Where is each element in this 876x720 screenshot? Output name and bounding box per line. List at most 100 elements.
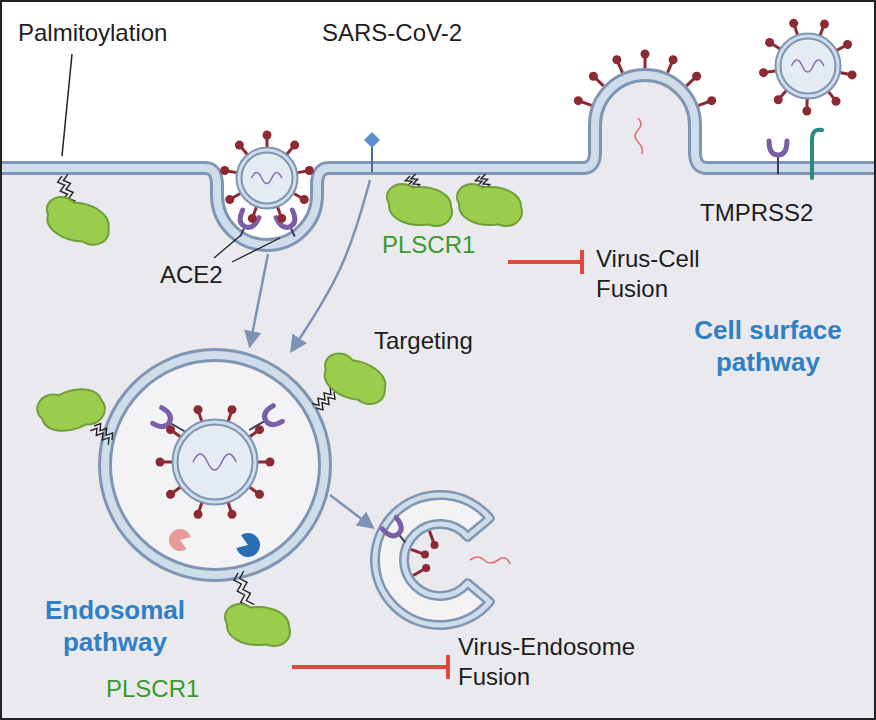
leader-line: [214, 236, 240, 258]
spike: [692, 72, 701, 81]
text-label: Virus-Cell Fusion: [596, 244, 726, 304]
plscr1-protein: [226, 605, 289, 645]
plscr1-protein: [319, 351, 390, 406]
plscr1-protein: [388, 185, 451, 225]
protease: [235, 530, 264, 560]
illustration-part: [105, 355, 325, 575]
spike: [589, 72, 598, 81]
illustration-part: [261, 406, 282, 429]
text-label: TMPRSS2: [700, 198, 850, 228]
surface-marker-stick: [371, 145, 373, 172]
illustration-part: [789, 19, 798, 28]
illustration-part: [166, 490, 175, 499]
illustration-part: [46, 196, 78, 224]
spike: [422, 564, 430, 572]
illustration-part: [759, 68, 768, 77]
spike: [641, 50, 650, 59]
pathway-label: Cell surface pathway: [668, 314, 868, 378]
illustration-part: [263, 131, 272, 140]
illustration-part: [225, 195, 234, 204]
protease: [166, 526, 192, 554]
illustration-part: [239, 150, 295, 206]
illustration-part: [194, 405, 203, 414]
illustration-part: [778, 36, 838, 96]
inhibition-line: [292, 665, 448, 669]
text-label: PLSCR1: [382, 230, 502, 260]
illustration-part: [792, 60, 824, 72]
text-label: Palmitoylation: [18, 18, 218, 48]
illustration-part: [421, 199, 451, 225]
ace2-receptor: [276, 210, 303, 240]
illustration-part: [252, 172, 282, 183]
illustration-part: [375, 495, 490, 625]
tmprss2-protease: [812, 130, 822, 178]
illustration-part: [382, 517, 405, 539]
illustration-part: [259, 619, 289, 645]
illustration-part: [239, 150, 295, 206]
illustration-part: [305, 166, 314, 175]
illustration-part: [388, 185, 416, 209]
illustration-part: [235, 141, 244, 150]
plasma-membrane-core: [0, 75, 876, 245]
viral-rna: [635, 118, 643, 154]
text-label: ACE2: [160, 260, 240, 290]
text-label: SARS-CoV-2: [322, 18, 492, 48]
illustration-part: [248, 214, 257, 223]
spike: [431, 541, 439, 549]
illustration-part: [843, 40, 852, 49]
illustration-part: [175, 422, 255, 502]
cytoplasm: [0, 75, 876, 720]
illustration-part: [802, 106, 811, 115]
illustration-part: [277, 214, 286, 223]
illustration-part: [194, 510, 203, 519]
illustration-part: [491, 199, 521, 225]
flow-arrow: [330, 495, 372, 527]
illustration-part: [832, 97, 841, 106]
plscr1-protein: [43, 196, 112, 246]
spike: [612, 55, 621, 64]
illustration-part: [820, 20, 829, 29]
illustration-part: [227, 510, 236, 519]
text-label: PLSCR1: [106, 674, 226, 704]
illustration-part: [769, 141, 787, 155]
spike: [669, 55, 678, 64]
illustration-part: [323, 351, 356, 381]
palmitoyl-chain: [234, 573, 248, 606]
virus-particle: [156, 405, 275, 519]
pathway-label: Endosomal pathway: [10, 594, 220, 658]
illustration-part: [71, 393, 108, 428]
illustration-part: [35, 392, 70, 424]
text-label: Targeting: [374, 326, 504, 356]
virus-particle: [759, 19, 857, 116]
illustration-part: [848, 70, 857, 79]
illustration-part: [458, 185, 486, 209]
illustration-part: [255, 425, 264, 434]
palmitoyl-chain: [94, 424, 113, 440]
palmitoyl-chain: [316, 392, 335, 410]
viral-rna: [470, 557, 510, 564]
illustration-part: [76, 215, 110, 246]
leader-line: [232, 238, 280, 262]
fusing-endosome: [375, 495, 490, 625]
ace2-receptor: [769, 141, 787, 174]
illustration-part: [166, 425, 175, 434]
illustration-part: [491, 199, 521, 225]
plscr1-protein: [35, 380, 108, 439]
spike: [574, 96, 583, 105]
text-label: Virus-Endosome Fusion: [458, 632, 658, 692]
illustration-part: [778, 36, 838, 96]
inhibition-bar: [446, 655, 450, 679]
leader-line: [62, 54, 72, 156]
flow-arrow: [250, 254, 268, 345]
illustration-part: [259, 619, 289, 645]
inhibition-line: [508, 260, 582, 264]
illustration-part: [421, 199, 451, 225]
ace2-receptor: [245, 406, 283, 438]
illustration-part: [300, 195, 309, 204]
surface-marker: [364, 132, 380, 148]
illustration-part: [351, 373, 387, 406]
inhibition-bar: [580, 250, 584, 274]
spike: [707, 96, 716, 105]
